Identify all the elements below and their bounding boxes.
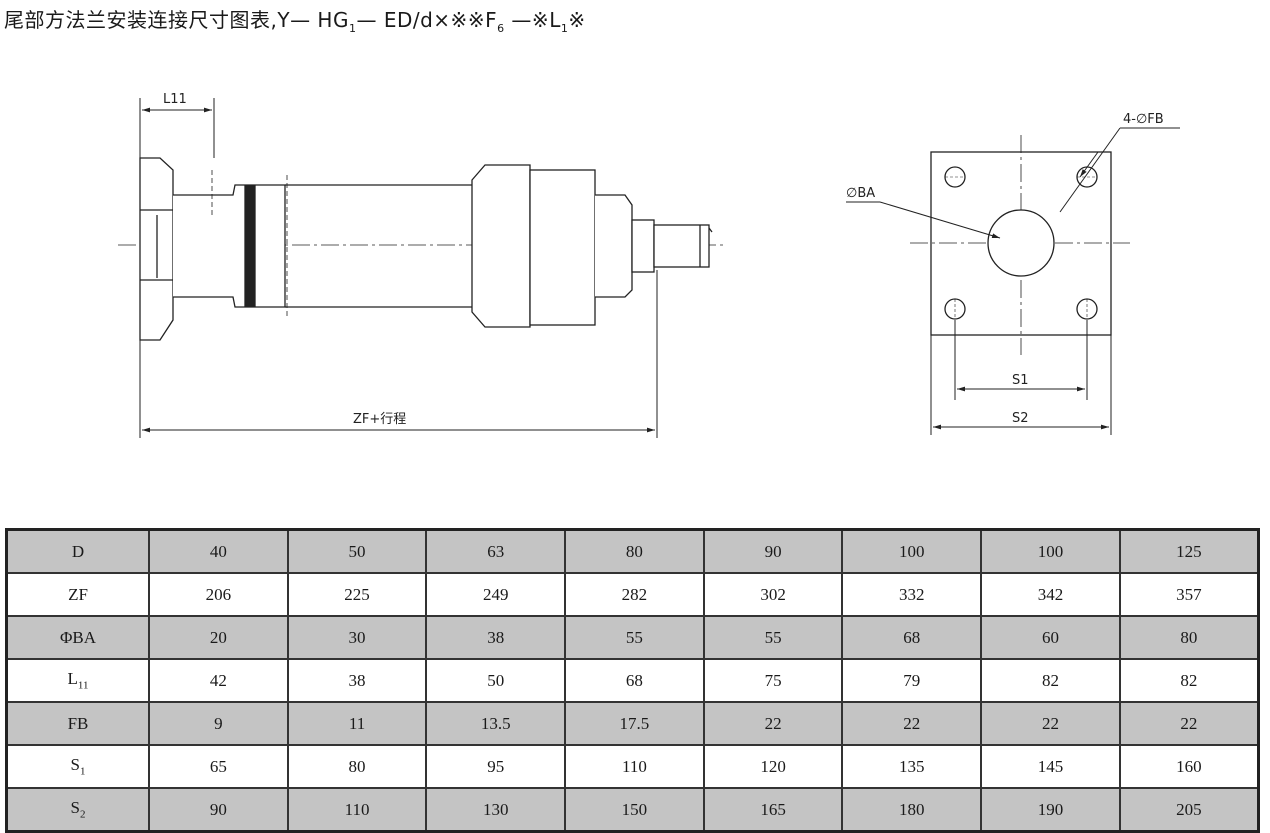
end-view-dimensions bbox=[846, 127, 1180, 435]
table-cell: 80 bbox=[564, 528, 705, 574]
table-cell: 82 bbox=[980, 658, 1121, 703]
cylinder-side-view bbox=[118, 157, 725, 341]
table-cell: 130 bbox=[425, 787, 567, 833]
table-cell: 60 bbox=[980, 615, 1121, 660]
zf-stroke-label: ZF+行程 bbox=[353, 412, 406, 427]
table-cell: 22 bbox=[841, 701, 983, 746]
row-header: S2 bbox=[5, 787, 150, 833]
table-cell: 225 bbox=[286, 572, 428, 617]
table-cell: 42 bbox=[148, 658, 289, 703]
table-cell: 125 bbox=[1118, 528, 1260, 574]
table-cell: 100 bbox=[980, 528, 1121, 574]
table-cell: 65 bbox=[148, 744, 289, 789]
table-cell: 135 bbox=[841, 744, 983, 789]
row-header: ZF bbox=[5, 572, 150, 617]
table-cell: 190 bbox=[980, 787, 1121, 833]
row-header: FB bbox=[5, 701, 150, 746]
table-cell: 75 bbox=[702, 658, 844, 703]
table-cell: 55 bbox=[702, 615, 844, 660]
table-cell: 17.5 bbox=[564, 701, 705, 746]
row-header: ΦBA bbox=[5, 615, 150, 660]
table-cell: 100 bbox=[841, 528, 983, 574]
table-cell: 50 bbox=[286, 528, 428, 574]
table-cell: 68 bbox=[564, 658, 705, 703]
row-header: L11 bbox=[5, 658, 150, 703]
table-cell: 206 bbox=[148, 572, 289, 617]
table-cell: 110 bbox=[564, 744, 705, 789]
page-title: 尾部方法兰安装连接尺寸图表,Y— HG1— ED/d×※※F6 —※L1※ bbox=[4, 8, 586, 35]
row-header: D bbox=[5, 528, 150, 574]
side-view-dimensions bbox=[139, 98, 658, 438]
table-cell: 249 bbox=[425, 572, 567, 617]
table-cell: 22 bbox=[702, 701, 844, 746]
table-cell: 22 bbox=[1118, 701, 1260, 746]
s2-label: S2 bbox=[1012, 411, 1029, 426]
table-cell: 180 bbox=[841, 787, 983, 833]
technical-drawing: L11 ZF+行程 4-∅FB ∅BA S1 S2 bbox=[118, 92, 1180, 438]
l11-label: L11 bbox=[163, 92, 187, 107]
table-cell: 79 bbox=[841, 658, 983, 703]
table-cell: 110 bbox=[286, 787, 428, 833]
table-cell: 50 bbox=[425, 658, 567, 703]
flange-end-view bbox=[910, 135, 1130, 355]
table-cell: 332 bbox=[841, 572, 983, 617]
table-cell: 68 bbox=[841, 615, 983, 660]
table-cell: 38 bbox=[425, 615, 567, 660]
table-cell: 13.5 bbox=[425, 701, 567, 746]
table-cell: 342 bbox=[980, 572, 1121, 617]
table-cell: 95 bbox=[425, 744, 567, 789]
table-cell: 82 bbox=[1118, 658, 1260, 703]
table-cell: 150 bbox=[564, 787, 705, 833]
ba-diameter-label: ∅BA bbox=[846, 186, 875, 201]
table-cell: 80 bbox=[1118, 615, 1260, 660]
table-cell: 55 bbox=[564, 615, 705, 660]
table-cell: 90 bbox=[702, 528, 844, 574]
table-cell: 30 bbox=[286, 615, 428, 660]
table-cell: 38 bbox=[286, 658, 428, 703]
fb-hole-label: 4-∅FB bbox=[1123, 112, 1164, 127]
table-cell: 165 bbox=[702, 787, 844, 833]
table-cell: 63 bbox=[425, 528, 567, 574]
table-cell: 282 bbox=[564, 572, 705, 617]
s1-label: S1 bbox=[1012, 373, 1029, 388]
row-header: S1 bbox=[5, 744, 150, 789]
table-cell: 357 bbox=[1118, 572, 1260, 617]
table-cell: 22 bbox=[980, 701, 1121, 746]
table-cell: 20 bbox=[148, 615, 289, 660]
table-cell: 40 bbox=[148, 528, 289, 574]
table-cell: 80 bbox=[286, 744, 428, 789]
table-cell: 120 bbox=[702, 744, 844, 789]
table-cell: 205 bbox=[1118, 787, 1260, 833]
table-cell: 9 bbox=[148, 701, 289, 746]
table-cell: 90 bbox=[148, 787, 289, 833]
table-cell: 302 bbox=[702, 572, 844, 617]
table-cell: 11 bbox=[286, 701, 428, 746]
table-cell: 145 bbox=[980, 744, 1121, 789]
table-cell: 160 bbox=[1118, 744, 1260, 789]
